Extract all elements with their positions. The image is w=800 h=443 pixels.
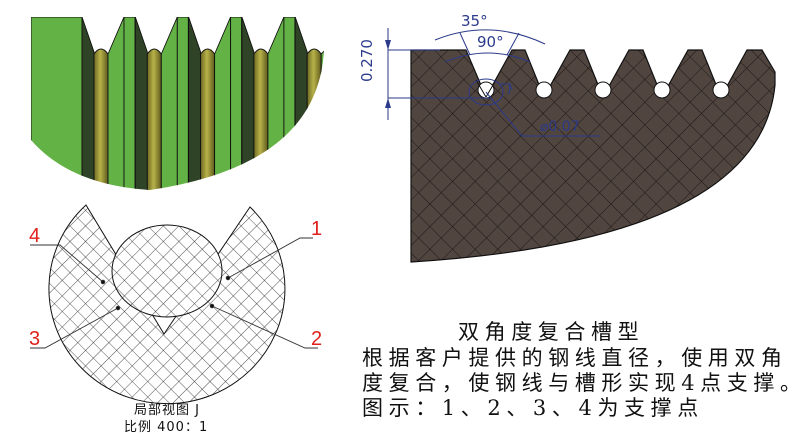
tooth-face bbox=[160, 17, 178, 190]
depth-label: 0.270 bbox=[358, 39, 376, 82]
angle-35-label: 35° bbox=[461, 12, 488, 30]
support-point-label-4: 4 bbox=[29, 225, 41, 247]
description-line: 根据客户提供的钢线直径，使用双角 bbox=[362, 346, 788, 370]
tooth-face bbox=[267, 17, 285, 190]
tooth-face bbox=[107, 17, 125, 190]
tooth-face bbox=[214, 17, 232, 190]
tooth-face bbox=[320, 48, 324, 190]
steel-wire-rod bbox=[253, 48, 269, 190]
tooth-shadow-face bbox=[134, 17, 148, 190]
detail-caption-scale: 比例 400：1 bbox=[124, 420, 209, 435]
support-point-label-1: 1 bbox=[311, 218, 323, 240]
tooth-shadow-face bbox=[294, 17, 308, 190]
support-point-label-2: 2 bbox=[311, 328, 323, 350]
detail-marker-j: J bbox=[508, 82, 512, 95]
tooth-top-face bbox=[230, 17, 243, 190]
diameter-label: ⌀0.07 bbox=[540, 119, 580, 135]
tooth-top-face bbox=[123, 17, 136, 190]
steel-wire-rod bbox=[306, 48, 322, 190]
grooved-wheel-3d-view bbox=[31, 17, 324, 190]
angle-90-label: 90° bbox=[477, 33, 504, 51]
description-line: 图示：1、2、3、4为支撑点 bbox=[362, 396, 704, 420]
tooth-top-face bbox=[283, 17, 296, 190]
dimension-lines bbox=[387, 28, 600, 137]
groove-section-view bbox=[385, 28, 776, 263]
steel-wire-rod bbox=[200, 48, 216, 190]
detail-caption-title: 局部视图 J bbox=[134, 403, 200, 418]
tooth-shadow-face bbox=[241, 17, 255, 190]
tooth-shadow-face bbox=[81, 17, 95, 190]
detail-view-j bbox=[30, 204, 318, 405]
tooth-shadow-face bbox=[188, 17, 202, 190]
steel-wire-rod bbox=[93, 48, 109, 190]
description-line: 度复合，使钢线与槽形实现4点支撑。 bbox=[362, 371, 800, 395]
description-title: 双角度复合槽型 bbox=[458, 320, 645, 344]
leader-lines bbox=[30, 237, 318, 349]
tooth-top-face bbox=[176, 17, 189, 190]
support-point-label-3: 3 bbox=[29, 328, 41, 350]
steel-wire-rod bbox=[146, 48, 162, 190]
